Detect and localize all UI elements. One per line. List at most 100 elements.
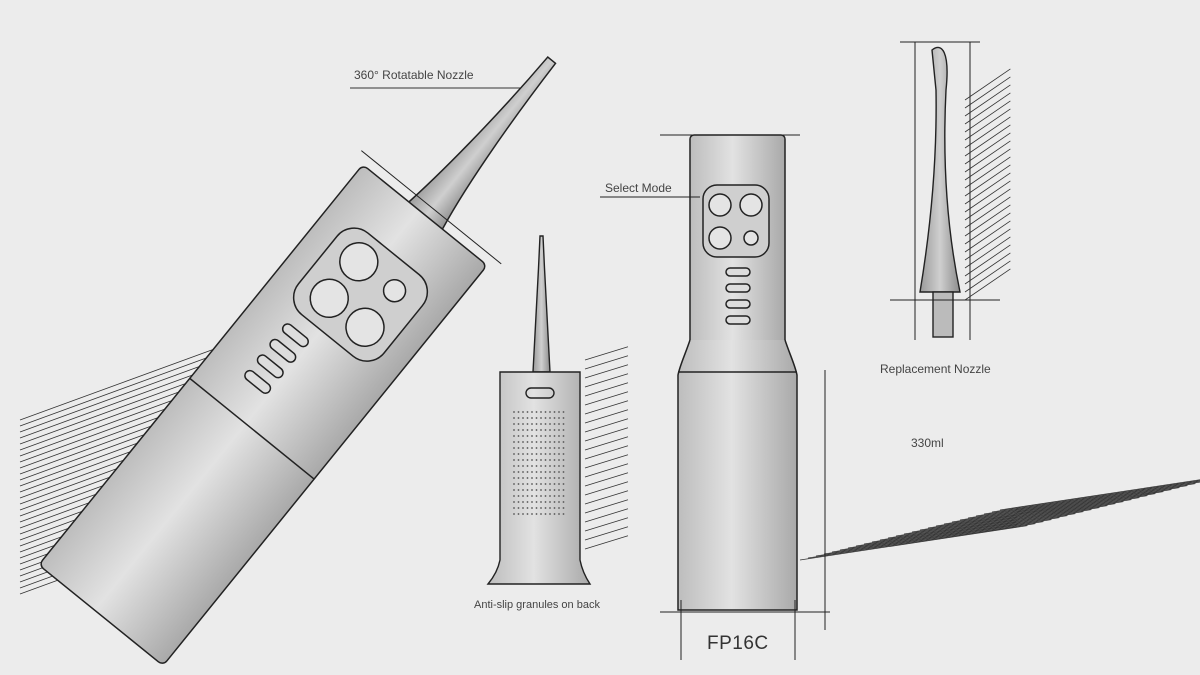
granule-dot xyxy=(553,489,556,491)
hatch-line xyxy=(584,391,629,406)
granule-dot xyxy=(522,477,524,479)
hatch-line xyxy=(964,140,1011,173)
granule-dot xyxy=(558,447,560,449)
granule-dot xyxy=(540,489,542,491)
granule-dot xyxy=(553,441,556,443)
granule-dot xyxy=(553,465,556,467)
hatch-line xyxy=(807,523,1036,559)
granule-dot xyxy=(517,483,520,485)
granule-dot xyxy=(540,447,542,449)
hatch-line xyxy=(964,220,1011,253)
granule-dot xyxy=(513,435,515,437)
hatch-line xyxy=(584,373,629,388)
hatch-line xyxy=(964,116,1011,149)
granule-dot xyxy=(535,471,538,473)
granule-dot xyxy=(553,429,556,431)
granule-dot xyxy=(517,495,520,497)
granule-dot xyxy=(535,483,538,485)
hatch-line xyxy=(964,204,1011,237)
granule-dot xyxy=(526,483,529,485)
granule-dot xyxy=(544,411,547,413)
granule-dot xyxy=(517,441,520,443)
granule-dot xyxy=(544,489,547,491)
granule-dot xyxy=(522,489,524,491)
hatch-line xyxy=(584,400,629,415)
hatch-line xyxy=(584,472,629,487)
hatch-line xyxy=(584,382,629,397)
hatch-line xyxy=(964,252,1011,285)
granule-dot xyxy=(531,429,533,431)
granule-dot xyxy=(517,417,520,419)
granule-dot xyxy=(549,507,551,509)
granule-dot xyxy=(540,495,542,497)
granule-dot xyxy=(562,441,565,443)
granule-dot xyxy=(526,441,529,443)
granule-dot xyxy=(531,477,533,479)
granule-dot xyxy=(513,483,515,485)
hatch-line xyxy=(584,427,629,442)
hatch-line xyxy=(584,454,629,469)
hatch-line xyxy=(584,463,629,478)
granule-dot xyxy=(513,513,515,515)
granule-dot xyxy=(558,465,560,467)
granule-dot xyxy=(562,471,565,473)
granule-dot xyxy=(562,453,565,455)
back-view-device xyxy=(486,235,592,585)
granule-dot xyxy=(526,417,529,419)
hatch-line xyxy=(964,108,1011,141)
granule-dot xyxy=(513,417,515,419)
hatch-line xyxy=(855,511,1084,547)
granule-dot xyxy=(544,471,547,473)
granule-dot xyxy=(517,411,520,413)
granule-dot xyxy=(544,483,547,485)
granule-dot xyxy=(558,501,560,503)
granule-dot xyxy=(544,435,547,437)
granule-dot xyxy=(540,483,542,485)
granule-dot xyxy=(558,459,560,461)
hatch-line xyxy=(823,519,1052,555)
granule-dot xyxy=(562,447,565,449)
hatch-line xyxy=(584,355,629,370)
granule-dot xyxy=(562,495,565,497)
granule-dot xyxy=(562,435,565,437)
granule-dot xyxy=(540,441,542,443)
model-number: FP16C xyxy=(707,633,769,654)
granule-dot xyxy=(526,447,529,449)
granule-dot xyxy=(531,495,533,497)
granule-dot xyxy=(535,495,538,497)
granule-dot xyxy=(549,459,551,461)
granule-dot xyxy=(522,417,524,419)
granule-dot xyxy=(535,453,538,455)
granule-dot xyxy=(553,483,556,485)
granule-dot xyxy=(535,447,538,449)
granule-dot xyxy=(549,477,551,479)
hatch-line xyxy=(967,483,1196,519)
granule-dot xyxy=(522,429,524,431)
granule-dot xyxy=(562,489,565,491)
granule-dot xyxy=(531,513,533,515)
granule-dot xyxy=(517,459,520,461)
hatch-line xyxy=(964,76,1011,109)
hatch-line xyxy=(879,505,1108,541)
hatch-line xyxy=(831,517,1060,553)
granule-dot xyxy=(526,429,529,431)
granule-dot xyxy=(549,411,551,413)
granule-dot xyxy=(522,447,524,449)
hatch-line xyxy=(964,92,1011,125)
granule-dot xyxy=(562,465,565,467)
hatch-line xyxy=(584,418,629,433)
granule-dot xyxy=(513,447,515,449)
granule-dot xyxy=(549,489,551,491)
granule-dot xyxy=(517,447,520,449)
granule-dot xyxy=(522,441,524,443)
granule-dot xyxy=(562,501,565,503)
granule-dot xyxy=(517,501,520,503)
granule-dot xyxy=(540,459,542,461)
granule-dot xyxy=(526,423,529,425)
hatch-line xyxy=(927,493,1156,529)
granule-dot xyxy=(558,423,560,425)
granule-dot xyxy=(553,411,556,413)
hatch-line xyxy=(964,188,1011,221)
granule-dot xyxy=(522,471,524,473)
granule-dot xyxy=(562,513,565,515)
